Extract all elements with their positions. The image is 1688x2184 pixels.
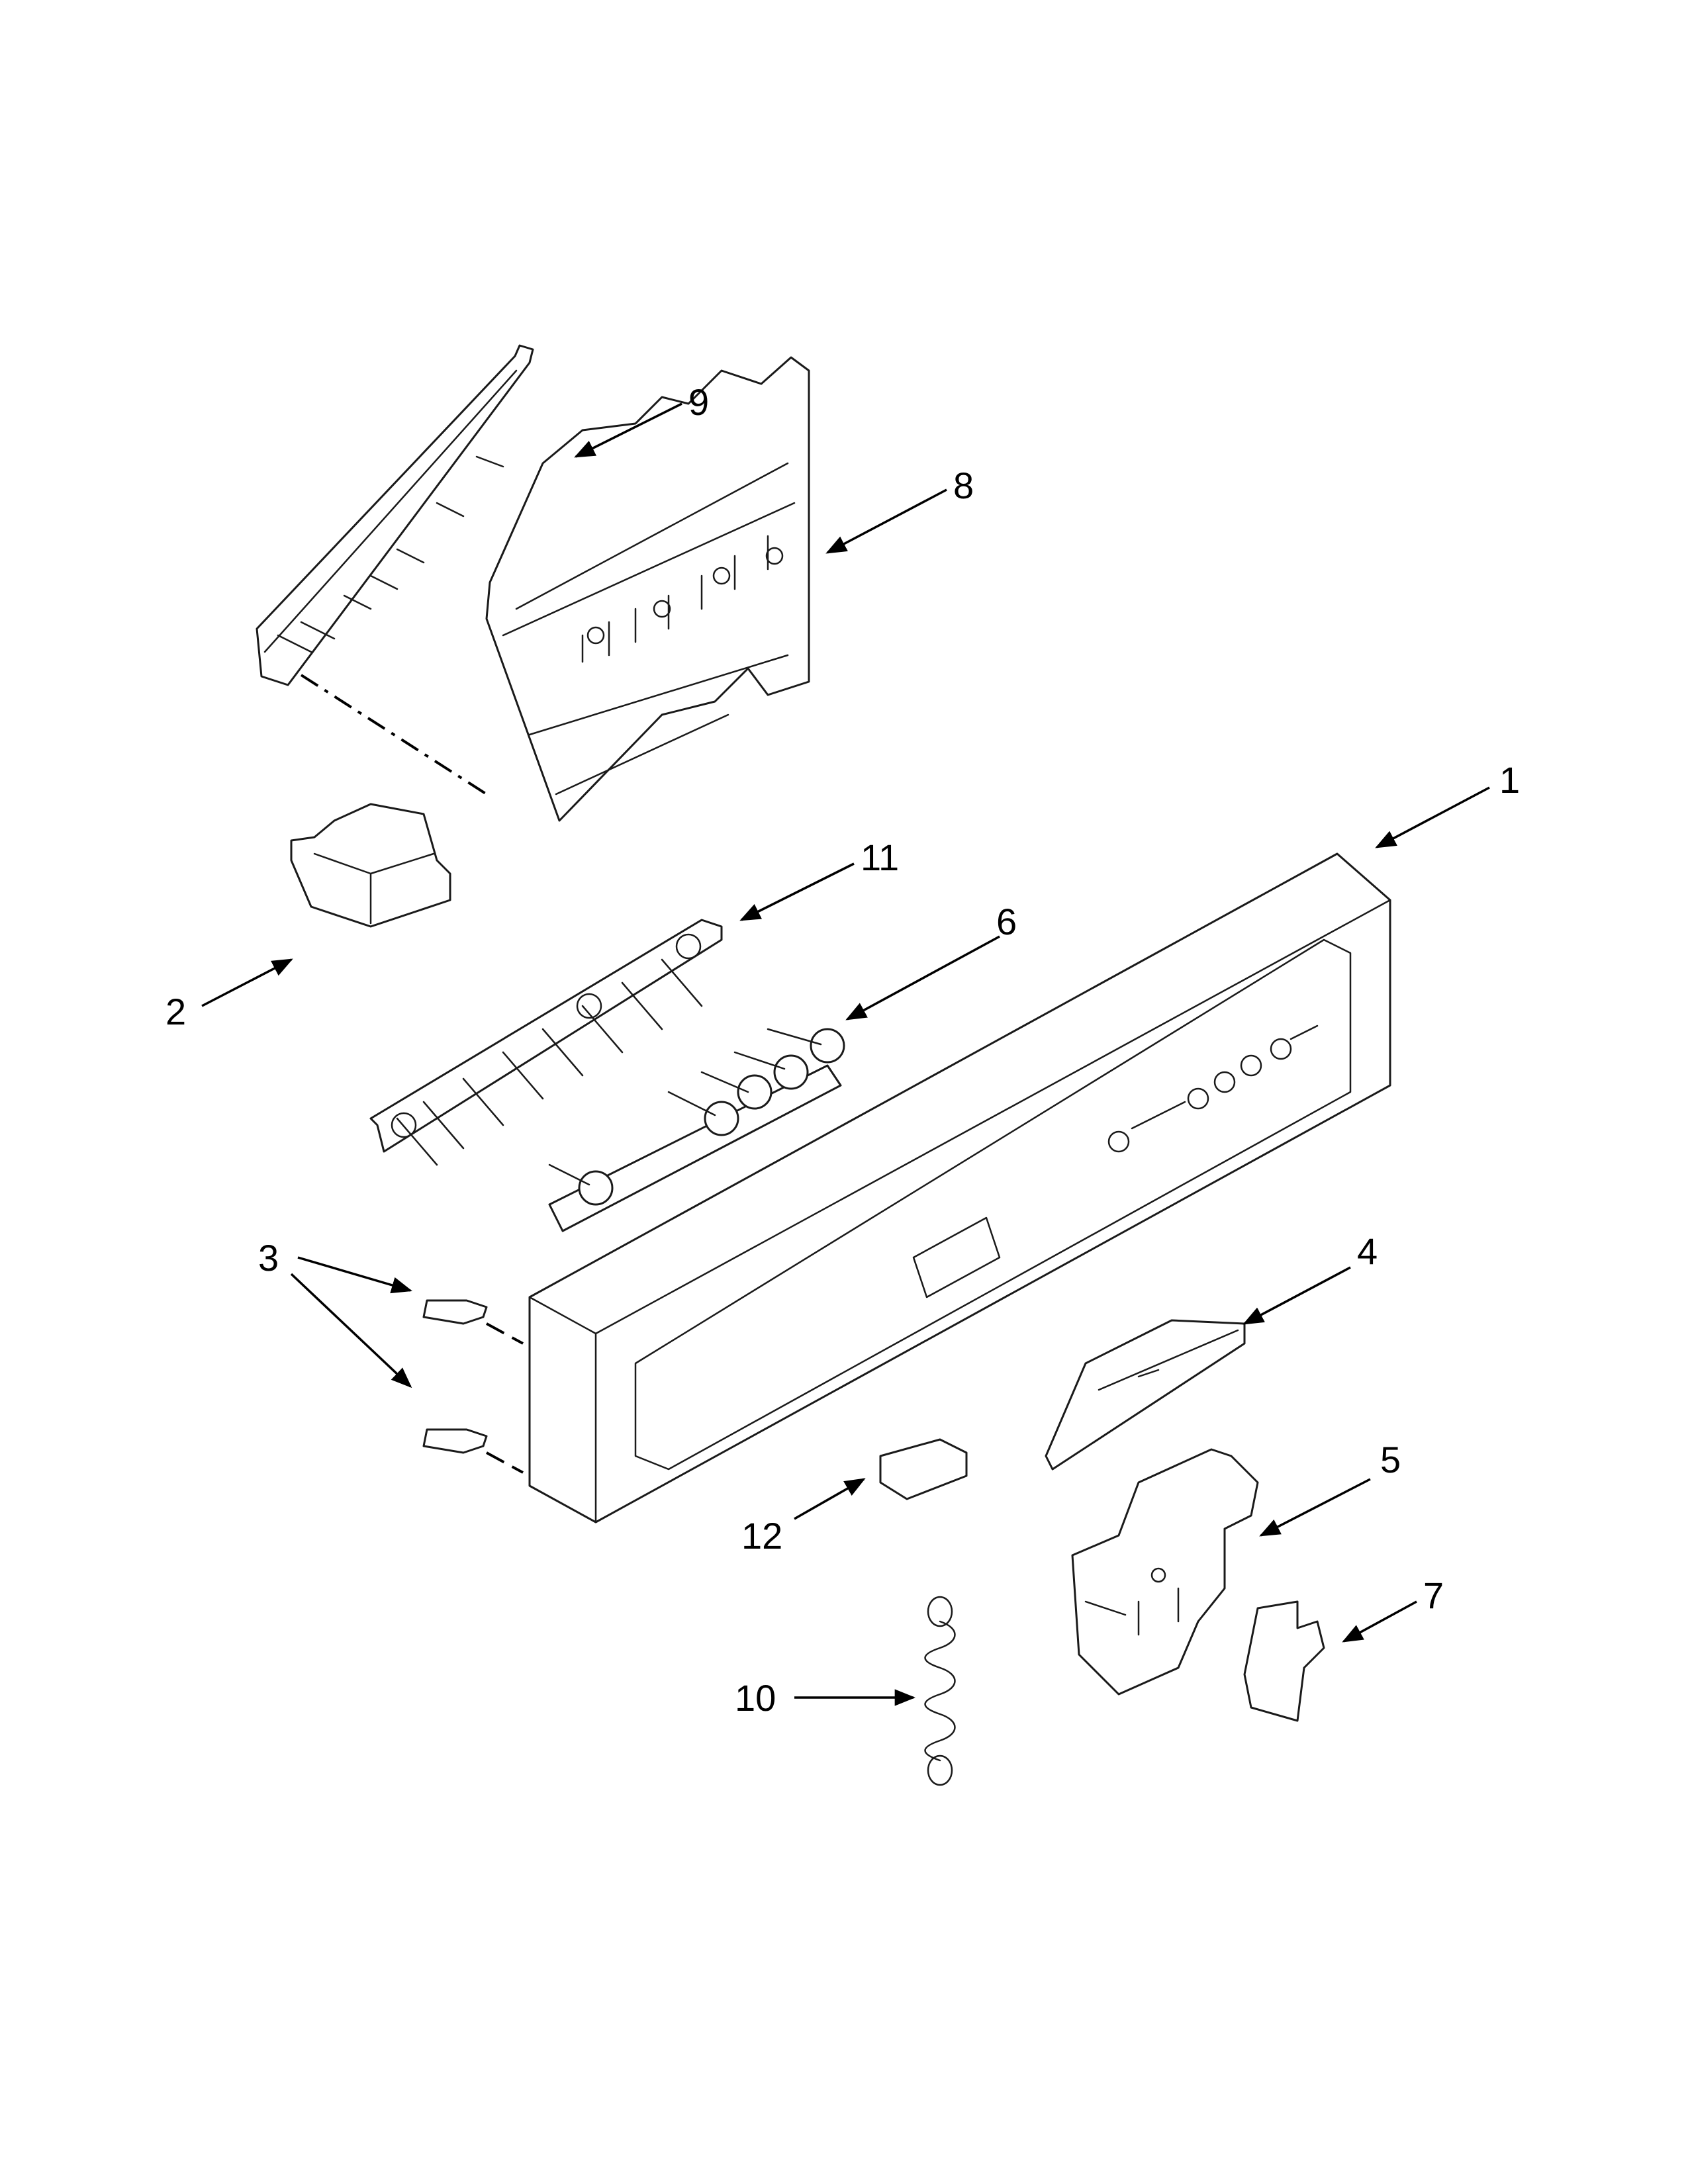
part-3-screws[interactable]	[422, 1299, 524, 1474]
part-4-handle[interactable]	[1045, 1319, 1246, 1471]
leader-8	[825, 488, 947, 554]
part-8-control-board[interactable]	[485, 356, 810, 822]
leader-3b	[290, 1273, 412, 1388]
callout-6: 6	[996, 901, 1017, 942]
part-7-latch-lever[interactable]	[1243, 1600, 1325, 1722]
callout-1: 1	[1499, 759, 1520, 801]
alignment-line-9-8	[300, 674, 488, 796]
callout-11: 11	[861, 837, 899, 878]
part-12-switch[interactable]	[879, 1438, 968, 1500]
leader-12	[794, 1478, 866, 1520]
callout-9: 9	[688, 381, 709, 423]
leader-6	[845, 935, 1000, 1021]
callout-4: 4	[1357, 1230, 1378, 1272]
callout-5: 5	[1380, 1439, 1401, 1480]
part-10-spring[interactable]	[924, 1596, 956, 1786]
leader-11	[739, 862, 855, 921]
leader-9	[574, 402, 682, 458]
leader-1	[1375, 786, 1490, 848]
callout-7: 7	[1423, 1574, 1444, 1616]
part-11-switch-carrier[interactable]	[369, 919, 723, 1166]
leader-7	[1342, 1600, 1417, 1643]
leader-2	[201, 958, 293, 1007]
part-2-bracket[interactable]	[290, 803, 451, 928]
part-1-console-panel[interactable]	[528, 852, 1391, 1524]
leader-3a	[297, 1256, 413, 1294]
callout-10: 10	[735, 1677, 776, 1719]
leader-5	[1259, 1478, 1371, 1537]
callout-2: 2	[165, 991, 186, 1032]
part-6-buttons[interactable]	[548, 1028, 845, 1232]
part-9-bracket[interactable]	[256, 344, 534, 686]
callout-3: 3	[258, 1237, 279, 1279]
callout-12: 12	[741, 1515, 782, 1557]
callout-8: 8	[953, 465, 974, 506]
leader-4	[1243, 1266, 1351, 1325]
part-5-latch[interactable]	[1071, 1448, 1259, 1696]
